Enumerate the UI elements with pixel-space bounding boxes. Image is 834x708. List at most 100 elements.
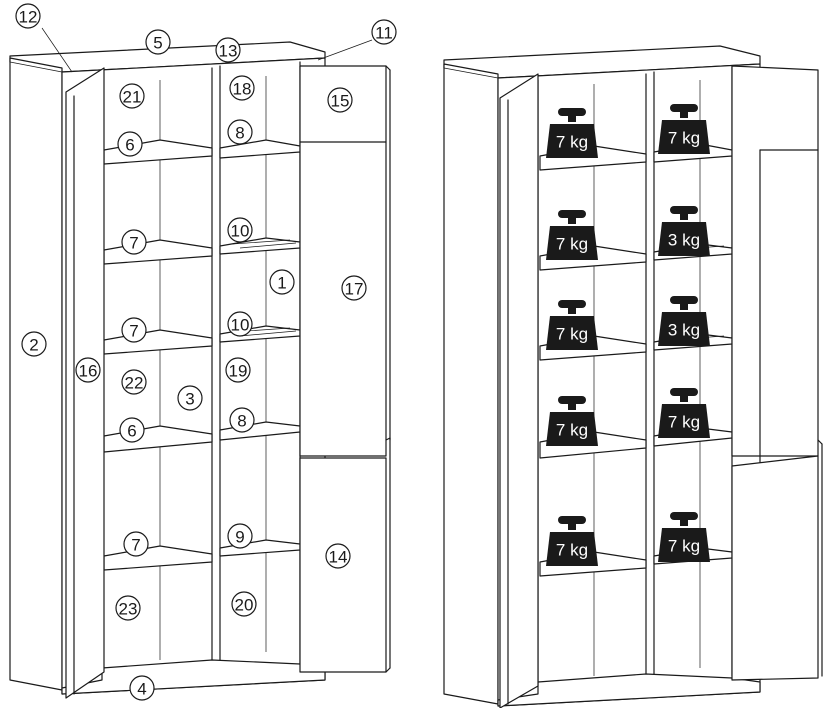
callout-circle: [121, 317, 147, 343]
callout-circle: [121, 369, 147, 395]
callout-17: 17: [341, 275, 367, 301]
callout-16: 16: [75, 357, 101, 383]
callout-10: 10: [227, 217, 253, 243]
callout-7: 7: [121, 229, 147, 255]
callout-circle: [231, 591, 257, 617]
callout-18: 18: [229, 75, 255, 101]
callout-4: 4: [129, 675, 155, 701]
callout-circle: [115, 595, 141, 621]
callout-circle: [121, 229, 147, 255]
right-door-upper: [299, 65, 387, 457]
callout-21: 21: [119, 83, 145, 109]
callout-number: 18: [233, 80, 252, 99]
weight-icon: 7 kg: [546, 210, 598, 260]
callout-circle: [371, 19, 397, 45]
weight-label: 7 kg: [556, 421, 588, 440]
callout-12: 12: [15, 3, 41, 29]
callout-number: 14: [329, 548, 348, 567]
callout-8: 8: [229, 407, 255, 433]
weight-icon: 7 kg: [546, 300, 598, 350]
weight-label: 7 kg: [556, 325, 588, 344]
callout-20: 20: [231, 591, 257, 617]
callout-7: 7: [121, 317, 147, 343]
weight-label: 7 kg: [668, 413, 700, 432]
callout-circle: [341, 275, 367, 301]
weight-icon: 7 kg: [546, 396, 598, 446]
callout-8: 8: [227, 119, 253, 145]
callout-14: 14: [325, 543, 351, 569]
callout-number: 5: [153, 34, 162, 53]
weight-layer: 7 kg 7 kg 7 kg 3 kg 7 kg 3 kg 7 kg 7 kg 7 kg 7 kg: [546, 104, 710, 566]
callout-number: 7: [131, 536, 140, 555]
callout-number: 21: [123, 88, 142, 107]
callout-circle: [225, 357, 251, 383]
weight-label: 7 kg: [556, 133, 588, 152]
callout-number: 16: [79, 362, 98, 381]
callout-circle: [145, 29, 171, 55]
callout-circle: [227, 217, 253, 243]
callout-circle: [117, 131, 143, 157]
callout-circle: [229, 407, 255, 433]
callout-number: 22: [125, 374, 144, 393]
left-side-panel: [9, 57, 63, 691]
callout-circle: [177, 385, 203, 411]
callout-circle: [227, 523, 253, 549]
callout-number: 1: [277, 274, 286, 293]
callout-circle: [21, 331, 47, 357]
callout-circle: [123, 531, 149, 557]
callout-15: 15: [327, 87, 353, 113]
callout-circle: [119, 83, 145, 109]
weight-icon: 3 kg: [658, 206, 710, 256]
weight-icon: 7 kg: [546, 108, 598, 158]
callout-number: 19: [229, 362, 248, 381]
callout-number: 7: [129, 234, 138, 253]
callout-number: 9: [235, 528, 244, 547]
left-door: [65, 67, 105, 699]
callout-number: 7: [129, 322, 138, 341]
callout-number: 17: [345, 280, 364, 299]
callout-11: 11: [371, 19, 397, 45]
callout-6: 6: [117, 131, 143, 157]
weight-icon: 7 kg: [658, 388, 710, 438]
callout-22: 22: [121, 369, 147, 395]
callout-2: 2: [21, 331, 47, 357]
callout-number: 10: [231, 222, 250, 241]
callout-circle: [227, 119, 253, 145]
callout-1: 1: [269, 269, 295, 295]
callout-circle: [15, 3, 41, 29]
callout-circle: [327, 87, 353, 113]
callout-circle: [119, 417, 145, 443]
weight-icon: 7 kg: [546, 516, 598, 566]
left-cabinet: [9, 27, 391, 699]
callout-number: 3: [185, 390, 194, 409]
callout-number: 15: [331, 92, 350, 111]
weight-icon: 7 kg: [658, 104, 710, 154]
callout-5: 5: [145, 29, 171, 55]
weight-label: 7 kg: [556, 235, 588, 254]
callout-number: 6: [125, 136, 134, 155]
callout-number: 4: [137, 680, 146, 699]
weight-icon: 7 kg: [658, 512, 710, 562]
callout-19: 19: [225, 357, 251, 383]
weight-label: 3 kg: [668, 321, 700, 340]
callout-number: 12: [19, 8, 38, 27]
callout-3: 3: [177, 385, 203, 411]
callout-circle: [129, 675, 155, 701]
callout-number: 11: [375, 24, 393, 43]
weight-icon: 3 kg: [658, 296, 710, 346]
callout-circle: [229, 75, 255, 101]
callout-number: 20: [235, 596, 254, 615]
callout-10: 10: [227, 311, 253, 337]
callout-number: 13: [219, 42, 238, 61]
callout-number: 8: [235, 124, 244, 143]
callout-circle: [325, 543, 351, 569]
callout-circle: [215, 37, 241, 63]
weight-label: 7 kg: [668, 537, 700, 556]
callout-number: 23: [119, 600, 138, 619]
callout-13: 13: [215, 37, 241, 63]
callout-number: 8: [237, 412, 246, 431]
callout-number: 10: [231, 316, 250, 335]
callout-23: 23: [115, 595, 141, 621]
